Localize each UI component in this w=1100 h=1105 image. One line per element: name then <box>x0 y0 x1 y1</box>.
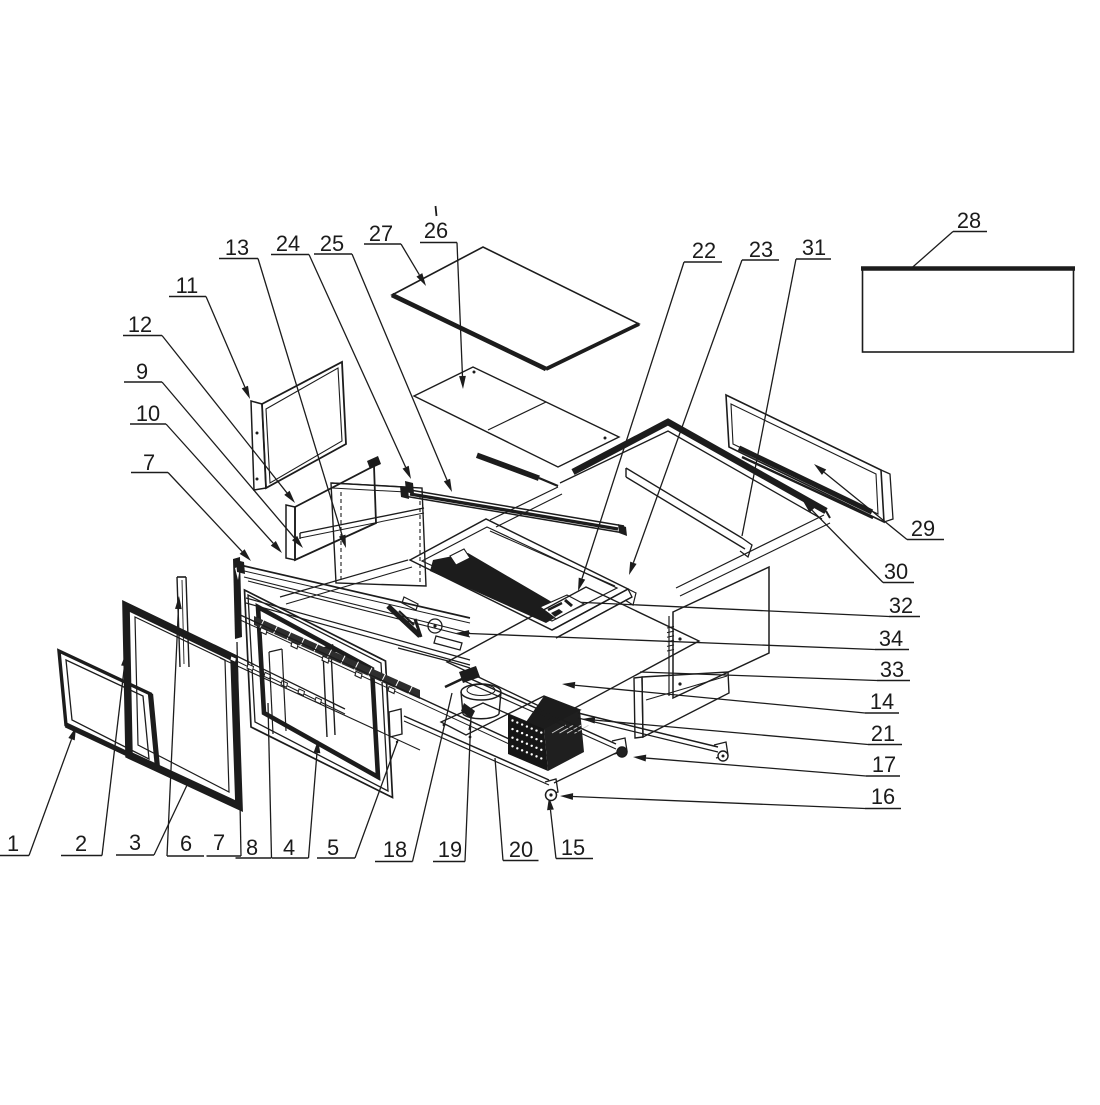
svg-text:10: 10 <box>136 401 160 426</box>
svg-text:2: 2 <box>75 831 87 856</box>
svg-text:34: 34 <box>879 626 903 651</box>
svg-text:6: 6 <box>180 831 192 856</box>
svg-text:13: 13 <box>225 235 249 260</box>
svg-text:19: 19 <box>438 837 462 862</box>
svg-text:15: 15 <box>561 835 585 860</box>
svg-text:3: 3 <box>129 830 141 855</box>
svg-text:33: 33 <box>880 657 904 682</box>
svg-text:11: 11 <box>176 273 199 298</box>
svg-text:16: 16 <box>871 784 895 809</box>
svg-text:9: 9 <box>136 359 148 384</box>
svg-text:27: 27 <box>369 221 393 246</box>
svg-text:4: 4 <box>283 835 295 860</box>
svg-text:25: 25 <box>320 231 344 256</box>
svg-text:5: 5 <box>327 835 339 860</box>
svg-text:7: 7 <box>143 450 155 475</box>
svg-text:23: 23 <box>749 237 773 262</box>
svg-text:12: 12 <box>128 312 152 337</box>
svg-text:30: 30 <box>884 559 908 584</box>
svg-text:29: 29 <box>911 516 935 541</box>
svg-text:14: 14 <box>870 689 894 714</box>
svg-text:17: 17 <box>872 752 896 777</box>
svg-text:26: 26 <box>424 218 448 243</box>
svg-text:1: 1 <box>7 831 19 856</box>
svg-text:7: 7 <box>213 830 225 855</box>
svg-text:8: 8 <box>246 835 258 860</box>
svg-text:18: 18 <box>383 837 407 862</box>
svg-text:32: 32 <box>889 593 913 618</box>
svg-text:28: 28 <box>957 208 981 233</box>
svg-text:22: 22 <box>692 238 716 263</box>
svg-text:20: 20 <box>509 837 533 862</box>
svg-text:31: 31 <box>802 235 826 260</box>
svg-text:21: 21 <box>871 721 895 746</box>
svg-text:24: 24 <box>276 231 300 256</box>
